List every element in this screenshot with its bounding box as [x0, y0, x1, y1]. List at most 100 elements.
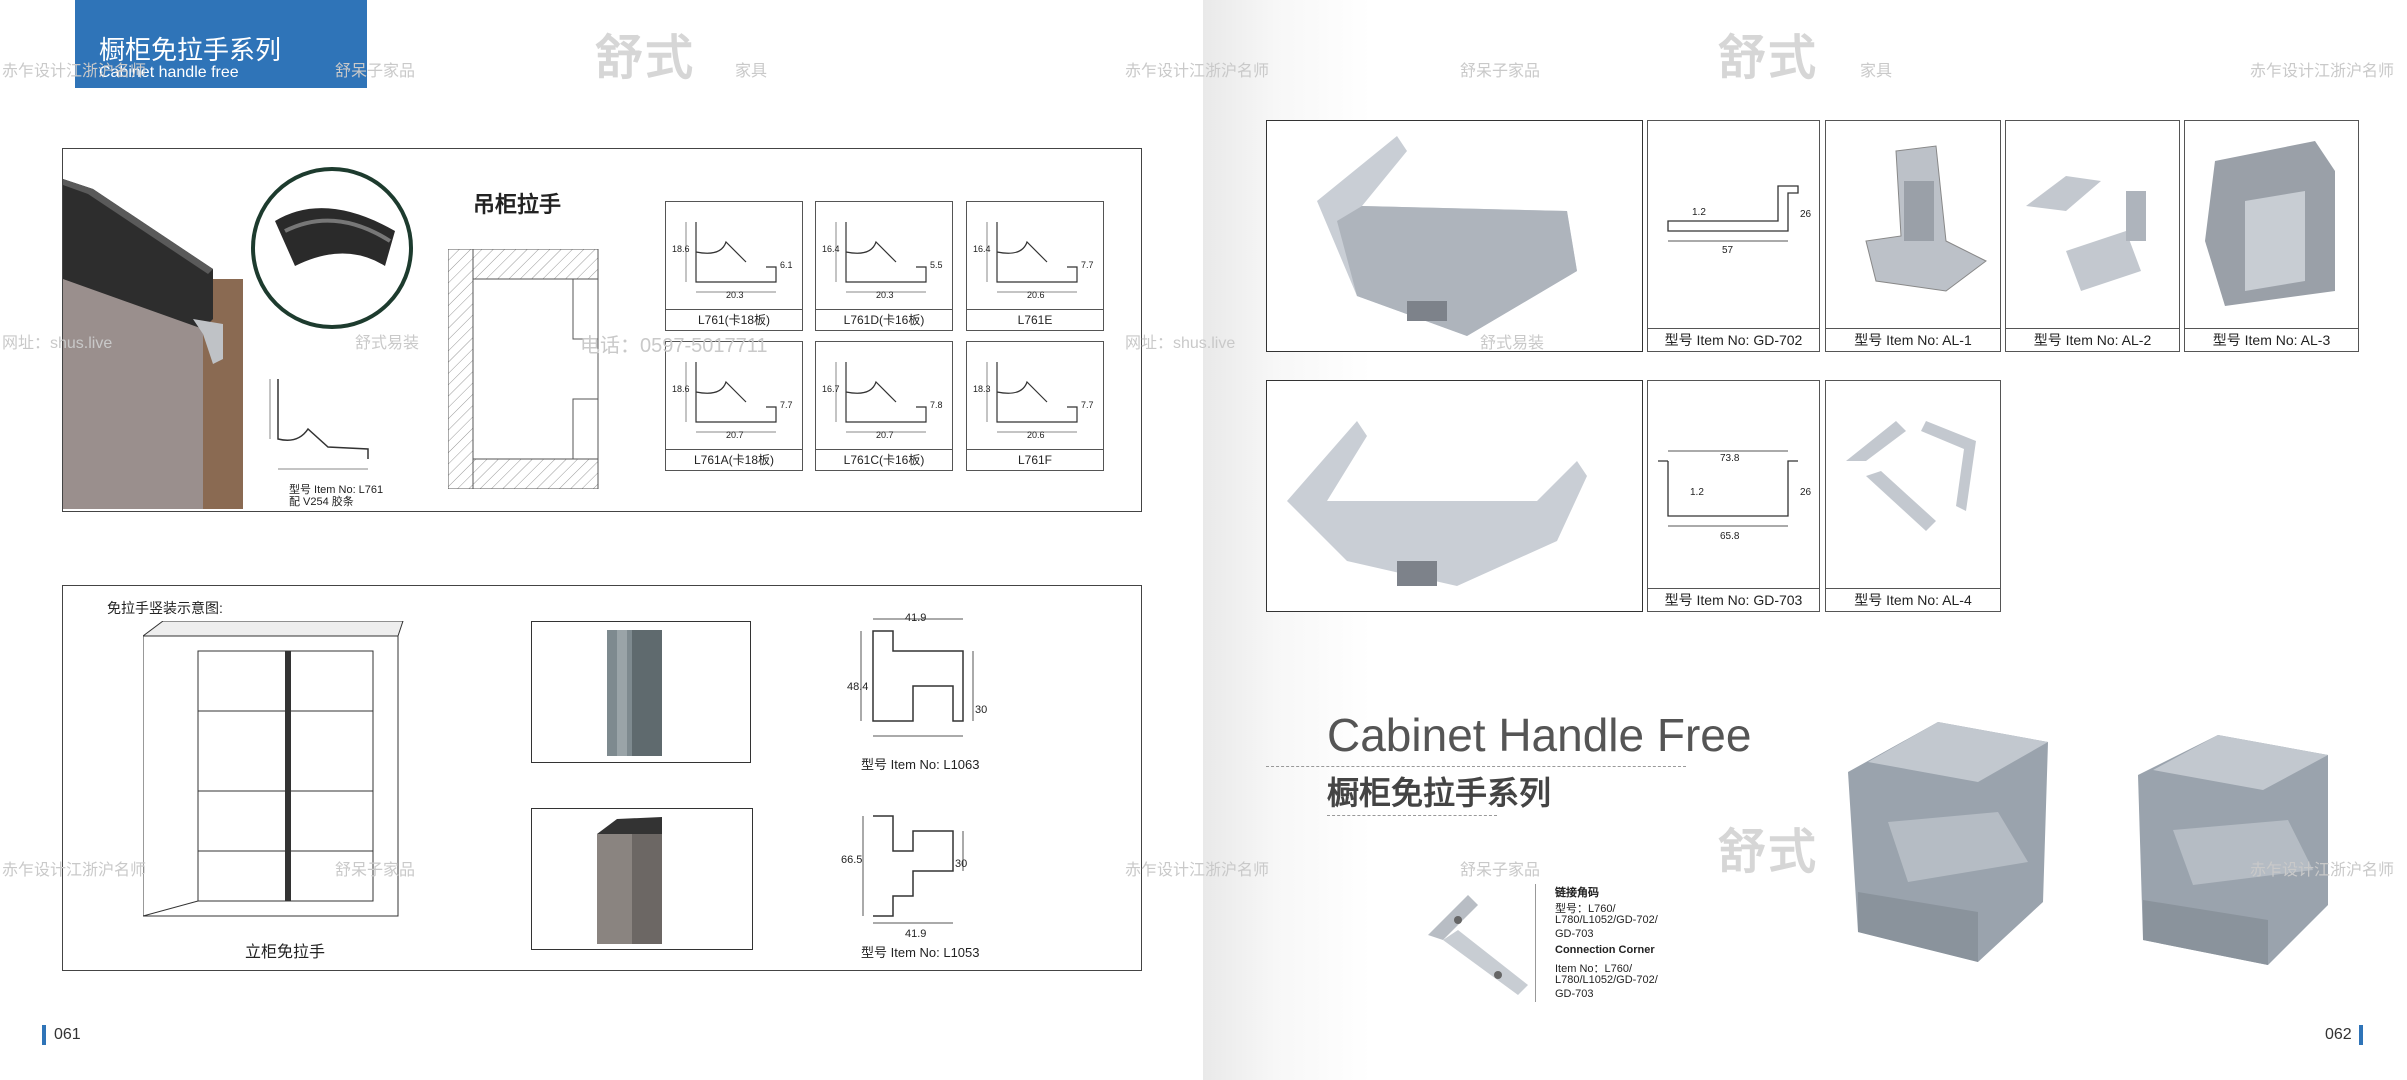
left-page: 橱柜免拉手系列 Cabinet handle free 型号 Item No: …	[0, 0, 1203, 1080]
diagram-note: 免拉手竖装示意图:	[107, 600, 223, 616]
profile-dim-side: 7.7	[1081, 260, 1094, 270]
gd703-dim-2: 1.2	[1690, 487, 1704, 498]
section-drawing	[448, 249, 608, 489]
watermark-logo: 舒式	[1718, 32, 1819, 85]
watermark-text: 网址：shus.live	[1125, 335, 1236, 352]
profile-caption: L761C(卡16板)	[816, 449, 952, 470]
l1053-dim-h: 66.5	[841, 854, 863, 866]
watermark-text: 赤乍设计江浙沪名师	[2, 862, 147, 879]
watermark-text: 家具	[735, 63, 768, 80]
gd702-dim-2: 26	[1800, 209, 1812, 220]
profile-dim-h: 20.7	[726, 430, 744, 440]
page-marker-right	[2359, 1025, 2363, 1045]
section-header: 橱柜免拉手系列 Cabinet handle free	[75, 0, 367, 88]
gd703-dim-4: 65.8	[1720, 531, 1740, 542]
corner-divider	[1535, 884, 1536, 1002]
watermark-logo: 舒式	[595, 32, 696, 85]
watermark-text: 赤乍设计江浙沪名师	[1125, 63, 1270, 80]
corner-title-cn: 链接角码	[1555, 887, 1599, 899]
profile-caption: L761A(卡18板)	[666, 449, 802, 470]
connection-corner-image	[1418, 885, 1538, 1005]
profile-dim-h: 20.3	[876, 290, 894, 300]
watermark-text: 舒式易装	[1480, 335, 1545, 352]
l1053-photo	[531, 808, 753, 950]
watermark-text: 赤乍设计江浙沪名师	[1125, 862, 1270, 879]
watermark-text: 舒式易装	[355, 335, 420, 352]
l1053-item-label: 型号 Item No: L1053	[861, 945, 980, 960]
corner-line-cn-3: GD-703	[1555, 928, 1594, 940]
watermark-text: 家具	[1860, 63, 1893, 80]
header-title-cn: 橱柜免拉手系列	[99, 35, 282, 65]
l761-profile-sketch	[258, 369, 388, 489]
gd703-photo	[1266, 380, 1643, 612]
profile-dim-v: 16.4	[973, 244, 991, 254]
gd702-caption: 型号 Item No: GD-702	[1648, 328, 1819, 351]
l1063-dim-w: 41.9	[905, 612, 927, 624]
gd702-drawing-cell: 1.2 26 57 型号 Item No: GD-702	[1647, 120, 1820, 352]
gd702-dim-3: 57	[1722, 245, 1734, 256]
profile-dim-v: 18.6	[672, 384, 690, 394]
l1063-drawing	[853, 611, 983, 751]
watermark-logo: 舒式	[1718, 826, 1819, 879]
al3-cell: 型号 Item No: AL-3	[2184, 120, 2359, 352]
al1-caption: 型号 Item No: AL-1	[1826, 328, 2000, 351]
gd702-dim-1: 1.2	[1692, 207, 1706, 218]
gd702-photo	[1266, 120, 1643, 352]
l761-note: 配 V254 胶条	[289, 496, 354, 508]
gd703-caption: 型号 Item No: GD-703	[1648, 588, 1819, 611]
gd703-dim-3: 26	[1800, 487, 1812, 498]
watermark-text: 舒呆子家品	[1460, 862, 1541, 879]
title-underline	[1327, 815, 1497, 816]
handle-photo	[63, 149, 243, 509]
al1-cell: 型号 Item No: AL-1	[1825, 120, 2001, 352]
cabinet-caption: 立柜免拉手	[245, 944, 326, 961]
al4-caption: 型号 Item No: AL-4	[1826, 588, 2000, 611]
page-marker-left	[42, 1025, 46, 1045]
al4-cell: 型号 Item No: AL-4	[1825, 380, 2001, 612]
title-rule	[1266, 766, 1686, 767]
l1063-dim-side: 30	[975, 704, 988, 716]
title-cn: 橱柜免拉手系列	[1327, 775, 1552, 811]
l1063-item-label: 型号 Item No: L1063	[861, 757, 980, 772]
profile-dim-h: 20.7	[876, 430, 894, 440]
gd703-drawing-cell: 73.8 1.2 26 65.8 型号 Item No: GD-703	[1647, 380, 1820, 612]
profile-dim-side: 7.7	[780, 400, 793, 410]
profile-caption: L761(卡18板)	[666, 309, 802, 330]
profile-dim-side: 5.5	[930, 260, 943, 270]
l1063-dim-h: 48.4	[847, 681, 869, 693]
profile-dim-v: 18.3	[973, 384, 991, 394]
corner-title-en: Connection Corner	[1555, 944, 1655, 956]
corner-line-en-1: Item No：L760/	[1555, 963, 1633, 975]
zoom-circle	[251, 167, 413, 329]
al3-caption: 型号 Item No: AL-3	[2185, 328, 2358, 351]
al2-cell: 型号 Item No: AL-2	[2005, 120, 2180, 352]
l761-item-label: 型号 Item No: L761	[289, 484, 384, 496]
profile-dim-side: 6.1	[780, 260, 793, 270]
al2-caption: 型号 Item No: AL-2	[2006, 328, 2179, 351]
corner-line-en-2: L780/L1052/GD-702/	[1555, 974, 1658, 986]
page-number-left: 061	[54, 1026, 81, 1043]
profile-caption: L761E	[967, 309, 1103, 330]
profile-caption: L761F	[967, 449, 1103, 470]
l1063-photo	[531, 621, 751, 763]
profile-dim-h: 20.6	[1027, 290, 1045, 300]
profile-dim-v: 16.7	[822, 384, 840, 394]
watermark-text: 赤乍设计江浙沪名师	[2250, 862, 2395, 879]
l1053-dim-side: 30	[955, 858, 968, 870]
corner-line-cn-2: L780/L1052/GD-702/	[1555, 914, 1658, 926]
watermark-text: 电话：0597-5017711	[580, 335, 768, 357]
watermark-text: 赤乍设计江浙沪名师	[2, 63, 147, 80]
l1053-dim-w: 41.9	[905, 928, 927, 940]
profile-dim-side: 7.7	[1081, 400, 1094, 410]
corner-render-2	[2118, 725, 2348, 975]
page-number-right: 062	[2325, 1026, 2352, 1043]
corner-line-cn-1: 型号：L760/	[1555, 903, 1616, 915]
watermark-text: 舒呆子家品	[335, 63, 416, 80]
cabinet-drawing	[143, 621, 413, 921]
